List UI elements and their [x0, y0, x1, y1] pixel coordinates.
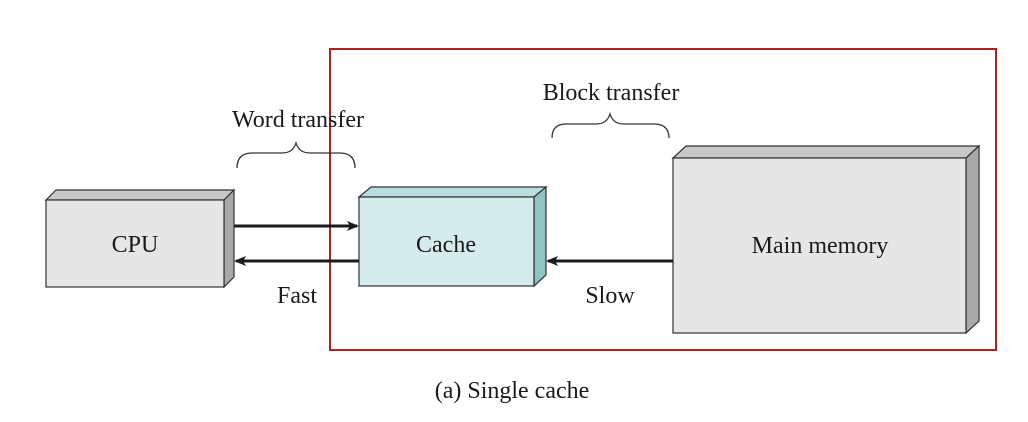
highlight-frame	[329, 48, 997, 351]
main-memory-label: Main memory	[752, 233, 889, 259]
slow-label: Slow	[585, 283, 635, 309]
block-transfer-brace	[551, 111, 670, 139]
fast-label: Fast	[277, 283, 317, 309]
word-transfer-brace	[236, 140, 356, 169]
cpu-label: CPU	[112, 232, 159, 258]
figure-caption: (a) Single cache	[435, 378, 590, 404]
block-transfer-label: Block transfer	[543, 80, 680, 106]
cpu-box: CPU	[44, 188, 236, 289]
word-transfer-label: Word transfer	[232, 107, 364, 133]
cache-box: Cache	[357, 185, 548, 288]
cache-label: Cache	[416, 232, 476, 258]
main-memory-box: Main memory	[671, 144, 981, 335]
